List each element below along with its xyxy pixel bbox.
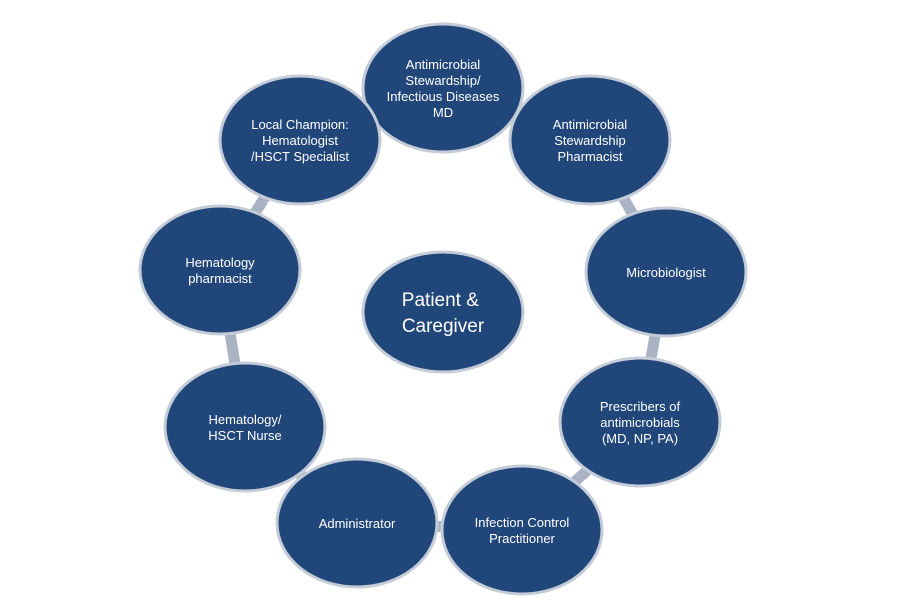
role-node-circle [138, 204, 302, 336]
role-node-circle [558, 356, 722, 488]
node-microbiologist: Microbiologist [584, 206, 748, 338]
role-node-circle [163, 361, 327, 493]
role-node-label: Local Champion:Hematologist/HSCT Special… [251, 117, 349, 164]
role-label-line: MD [433, 105, 453, 120]
role-node-circle [218, 74, 382, 206]
role-node-label: Hematology/HSCT Nurse [208, 412, 282, 443]
node-local-champion: Local Champion:Hematologist/HSCT Special… [218, 74, 382, 206]
role-label-line: Microbiologist [626, 265, 706, 280]
role-label-line: (MD, NP, PA) [602, 431, 678, 446]
role-node-label: Administrator [319, 516, 396, 531]
center-label-line-1: Patient & [402, 290, 479, 311]
role-label-line: Practitioner [489, 531, 555, 546]
role-node-label: Microbiologist [626, 265, 706, 280]
node-hematology-hsct-nurse: Hematology/HSCT Nurse [163, 361, 327, 493]
role-node-circle [361, 22, 525, 154]
role-label-line: /HSCT Specialist [251, 149, 349, 164]
node-administrator: Administrator [275, 457, 439, 589]
role-label-line: Antimicrobial [406, 57, 481, 72]
role-label-line: Stewardship [554, 133, 626, 148]
center-label-line-2: Caregiver [402, 316, 485, 337]
role-label-line: Infectious Diseases [387, 89, 500, 104]
center-node-circle [361, 250, 525, 374]
role-label-line: Hematologist [262, 133, 338, 148]
role-node-circle [275, 457, 439, 589]
role-label-line: antimicrobials [600, 415, 680, 430]
role-label-line: Hematology/ [209, 412, 282, 427]
role-label-line: pharmacist [188, 271, 252, 286]
center-node-label: Patient & Caregiver [402, 290, 485, 337]
role-label-line: Infection Control [475, 515, 570, 530]
role-label-line: HSCT Nurse [208, 428, 281, 443]
center-node: Patient & Caregiver [361, 250, 525, 374]
role-node-circle [508, 74, 672, 206]
role-label-line: Hematology [185, 255, 255, 270]
role-label-line: Local Champion: [251, 117, 349, 132]
role-node-circle [440, 464, 604, 596]
role-label-line: Administrator [319, 516, 396, 531]
role-label-line: Prescribers of [600, 399, 681, 414]
role-label-line: Pharmacist [557, 149, 622, 164]
role-node-circle [584, 206, 748, 338]
role-label-line: Antimicrobial [553, 117, 628, 132]
role-label-line: Stewardship/ [405, 73, 481, 88]
